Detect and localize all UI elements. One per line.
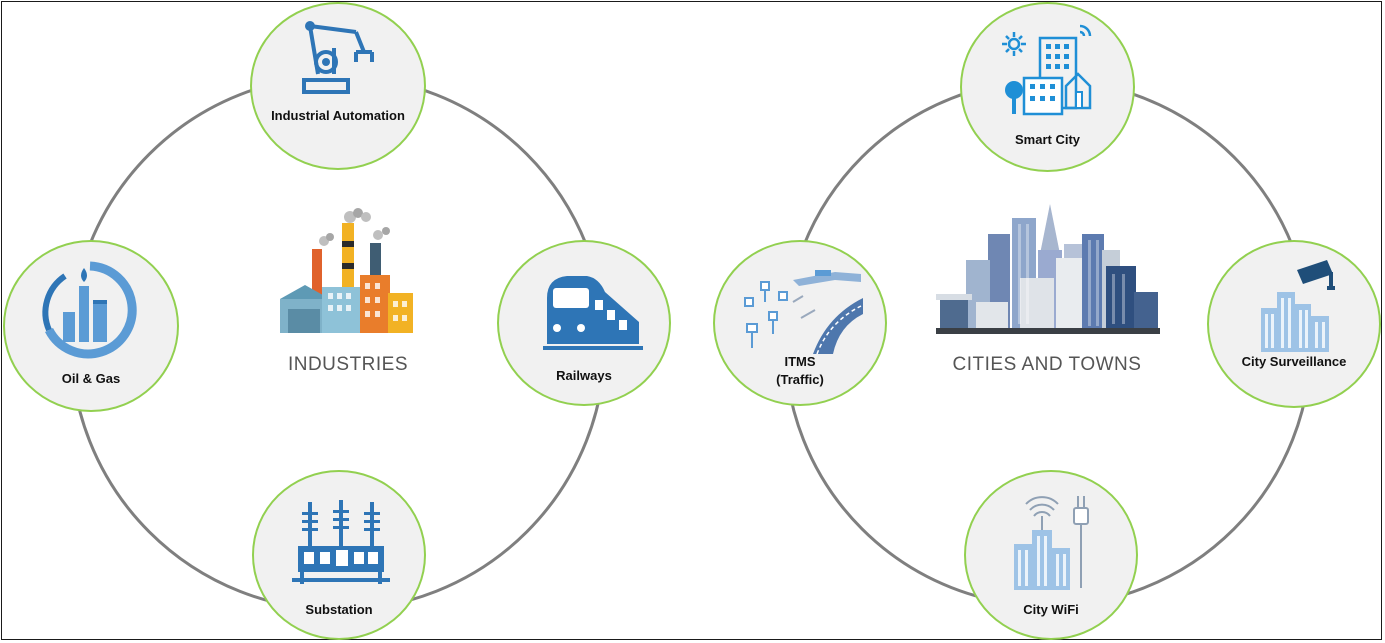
node-smart-city[interactable]: Smart City <box>960 2 1135 172</box>
node-itms-traffic[interactable]: ITMS (Traffic) <box>713 240 887 406</box>
cities-title: CITIES AND TOWNS <box>952 354 1142 375</box>
node-label-secondary: (Traffic) <box>776 372 824 387</box>
node-label: Industrial Automation <box>271 108 405 123</box>
substation-icon <box>292 500 390 584</box>
node-label: City Surveillance <box>1241 354 1347 369</box>
node-label: ITMS <box>784 354 816 369</box>
node-label: Substation <box>305 602 373 617</box>
node-city-surveillance[interactable]: City Surveillance <box>1207 240 1381 408</box>
node-oil-gas[interactable]: Oil & Gas <box>3 240 179 412</box>
train-icon <box>543 276 643 350</box>
node-substation[interactable]: Substation <box>252 470 426 640</box>
node-label: City WiFi <box>1023 602 1079 617</box>
node-label: Oil & Gas <box>61 371 121 386</box>
traffic-highway-icon <box>744 270 863 354</box>
node-label: Smart City <box>1014 132 1081 147</box>
smart-city-icon <box>1002 24 1092 116</box>
node-city-wifi[interactable]: City WiFi <box>964 470 1138 640</box>
surveillance-camera-icon <box>1261 260 1335 352</box>
robot-arm-icon <box>302 21 374 94</box>
node-industrial-automation[interactable]: Industrial Automation <box>250 2 426 170</box>
city-skyline-illustration <box>936 204 1160 334</box>
wifi-tower-icon <box>1014 496 1089 590</box>
node-label: Railways <box>556 368 612 383</box>
oil-refinery-icon <box>42 261 137 359</box>
factory-illustration <box>280 208 413 333</box>
node-railways[interactable]: Railways <box>497 240 671 406</box>
industries-title: INDUSTRIES <box>287 354 409 375</box>
